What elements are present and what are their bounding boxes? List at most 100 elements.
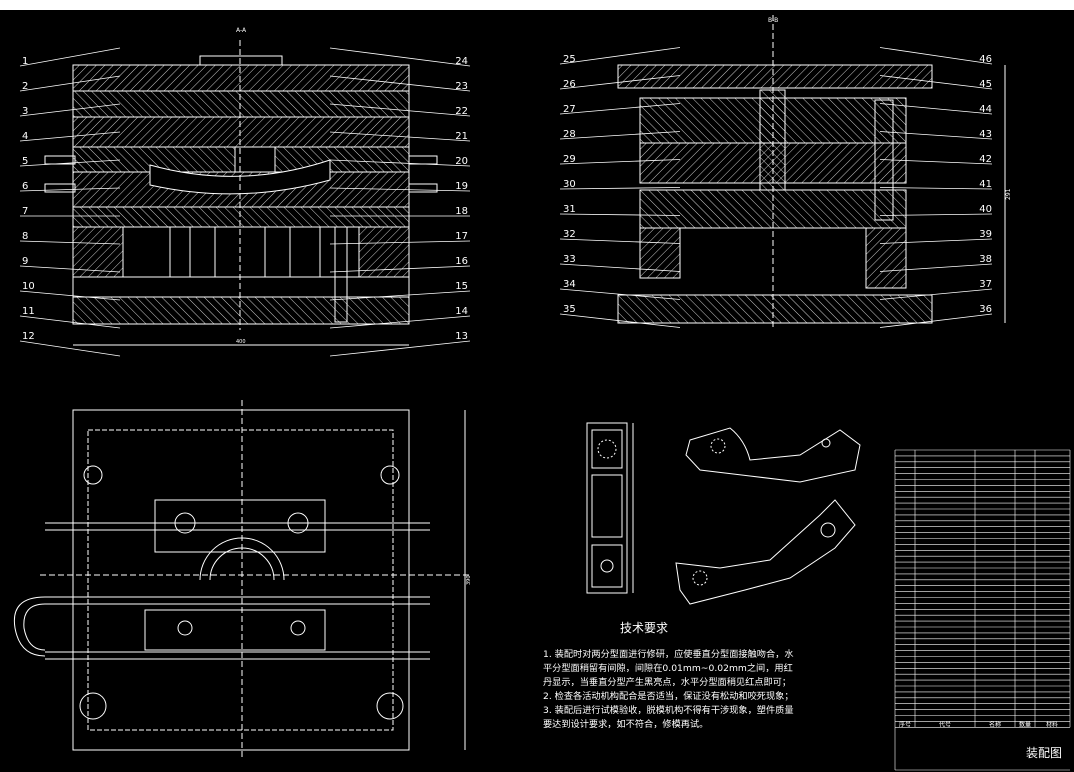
balloon-bb-right-label: 42 [979,154,992,165]
balloon-aa-right-label: 21 [455,131,468,142]
balloon-left-leader [19,187,121,192]
bom-header-cell: 代号 [939,720,951,728]
tech-item-2: 2. 检查各活动机构配合是否适当，保证没有松动和咬死现象； [543,691,794,702]
balloon-aa-right-leader [329,240,471,245]
balloon-left-leader [19,265,121,273]
balloon-aa-right-leader [329,340,471,357]
balloon-left-leader [19,340,121,357]
balloon-bb-left-leader [559,159,681,165]
balloon-bb-right-leader [879,103,993,115]
balloon-left-leader [19,47,121,67]
balloon-aa-right-label: 17 [455,231,468,242]
balloon-bb-left-leader [559,238,681,244]
plan-view: 390 [13,400,472,760]
balloon-left-label: 1 [22,56,28,67]
bom-table: 序号 代号 名称 数量 材料 [894,449,1071,771]
balloon-aa-right-label: 24 [455,56,468,67]
section-aa-width-dim: 400 [236,339,246,345]
balloon-aa-right-leader [329,103,471,117]
balloon-aa-right-leader [329,187,471,192]
balloon-left-label: 7 [22,206,28,217]
balloon-bb-right-leader [879,213,993,216]
balloon-bb-right-label: 38 [979,254,992,265]
balloon-left-leader [19,159,121,167]
balloon-aa-right-label: 22 [455,106,468,117]
balloon-bb-right-leader [879,159,993,165]
balloon-bb-left-leader [559,313,681,328]
balloon-left-label: 2 [22,81,28,92]
balloon-left-label: 10 [22,281,35,292]
balloon-aa-right-label: 15 [455,281,468,292]
bom-header-cell: 材料 [1046,720,1058,728]
balloon-aa-right-label: 19 [455,181,468,192]
balloon-bb-left-label: 35 [563,304,576,315]
balloon-left-leader [19,315,121,329]
balloon-bb-right-label: 45 [979,79,992,90]
balloon-left-label: 4 [22,131,28,142]
balloon-bb-left-leader [559,103,681,115]
balloon-bb-left-leader [559,213,681,216]
drawing-title: 装配图 [1026,746,1062,760]
balloon-bb-right-leader [879,131,993,140]
balloon-aa-right-leader [329,47,471,67]
section-aa-view: A-A 400 [44,27,438,346]
balloon-bb-right-leader [879,313,993,328]
balloon-left-label: 9 [22,256,28,267]
balloon-bb-right-label: 39 [979,229,992,240]
balloon-aa-right-label: 14 [455,306,468,317]
bom-header-cell: 名称 [989,720,1001,728]
balloon-bb-right-leader [879,187,993,190]
balloon-left-label: 3 [22,106,28,117]
balloon-bb-left-leader [559,47,681,65]
balloon-bb-left-label: 27 [563,104,576,115]
balloon-left-leader [19,131,121,142]
balloon-left-label: 8 [22,231,28,242]
balloon-left-leader [19,103,121,117]
balloon-bb-left-leader [559,187,681,190]
balloon-bb-left-label: 33 [563,254,576,265]
section-bb-height-dim: 291 [1005,188,1012,200]
balloon-bb-left-leader [559,75,681,90]
balloon-bb-right-leader [879,238,993,244]
balloon-bb-right-leader [879,47,993,65]
balloon-left-label: 6 [22,181,28,192]
balloon-aa-right-label: 16 [455,256,468,267]
balloon-bb-right-leader [879,75,993,90]
balloon-bb-left-label: 30 [563,179,576,190]
balloon-bb-left-label: 28 [563,129,576,140]
balloon-aa-right-label: 23 [455,81,468,92]
balloon-left-leader [19,290,121,301]
section-bb-view: B-B 291 [617,15,1012,330]
balloon-bb-left-label: 26 [563,79,576,90]
balloon-aa-right-leader [329,315,471,329]
balloon-bb-right-label: 43 [979,129,992,140]
balloon-bb-right-leader [879,263,993,272]
tech-requirements-title: 技术要求 [620,621,669,635]
window-titlebar [0,0,1074,10]
balloon-bb-right-label: 41 [979,179,992,190]
tech-item-1: 1. 装配时对两分型面进行修研，应使垂直分型面接触吻合，水平分型面稍留有间隙，间… [543,649,794,688]
balloon-aa-right-leader [329,131,471,142]
section-aa-label: A-A [236,27,247,34]
balloon-left-leader [19,75,121,92]
balloon-bb-right-label: 37 [979,279,992,290]
bom-header-cell: 序号 [899,720,911,728]
balloon-bb-right-label: 40 [979,204,992,215]
part-views [586,422,861,605]
balloon-bb-left-leader [559,263,681,272]
balloon-left-label: 5 [22,156,28,167]
balloon-bb-left-leader [559,288,681,300]
balloon-bb-left-label: 31 [563,204,576,215]
tech-requirements: 1. 装配时对两分型面进行修研，应使垂直分型面接触吻合，水平分型面稍留有间隙，间… [543,648,798,732]
balloon-left-label: 11 [22,306,35,317]
bom-header-cell: 数量 [1019,720,1031,728]
balloon-bb-left-label: 32 [563,229,576,240]
balloon-aa-right-leader [329,290,471,301]
balloon-bb-left-label: 29 [563,154,576,165]
balloon-aa-right-label: 13 [455,331,468,342]
